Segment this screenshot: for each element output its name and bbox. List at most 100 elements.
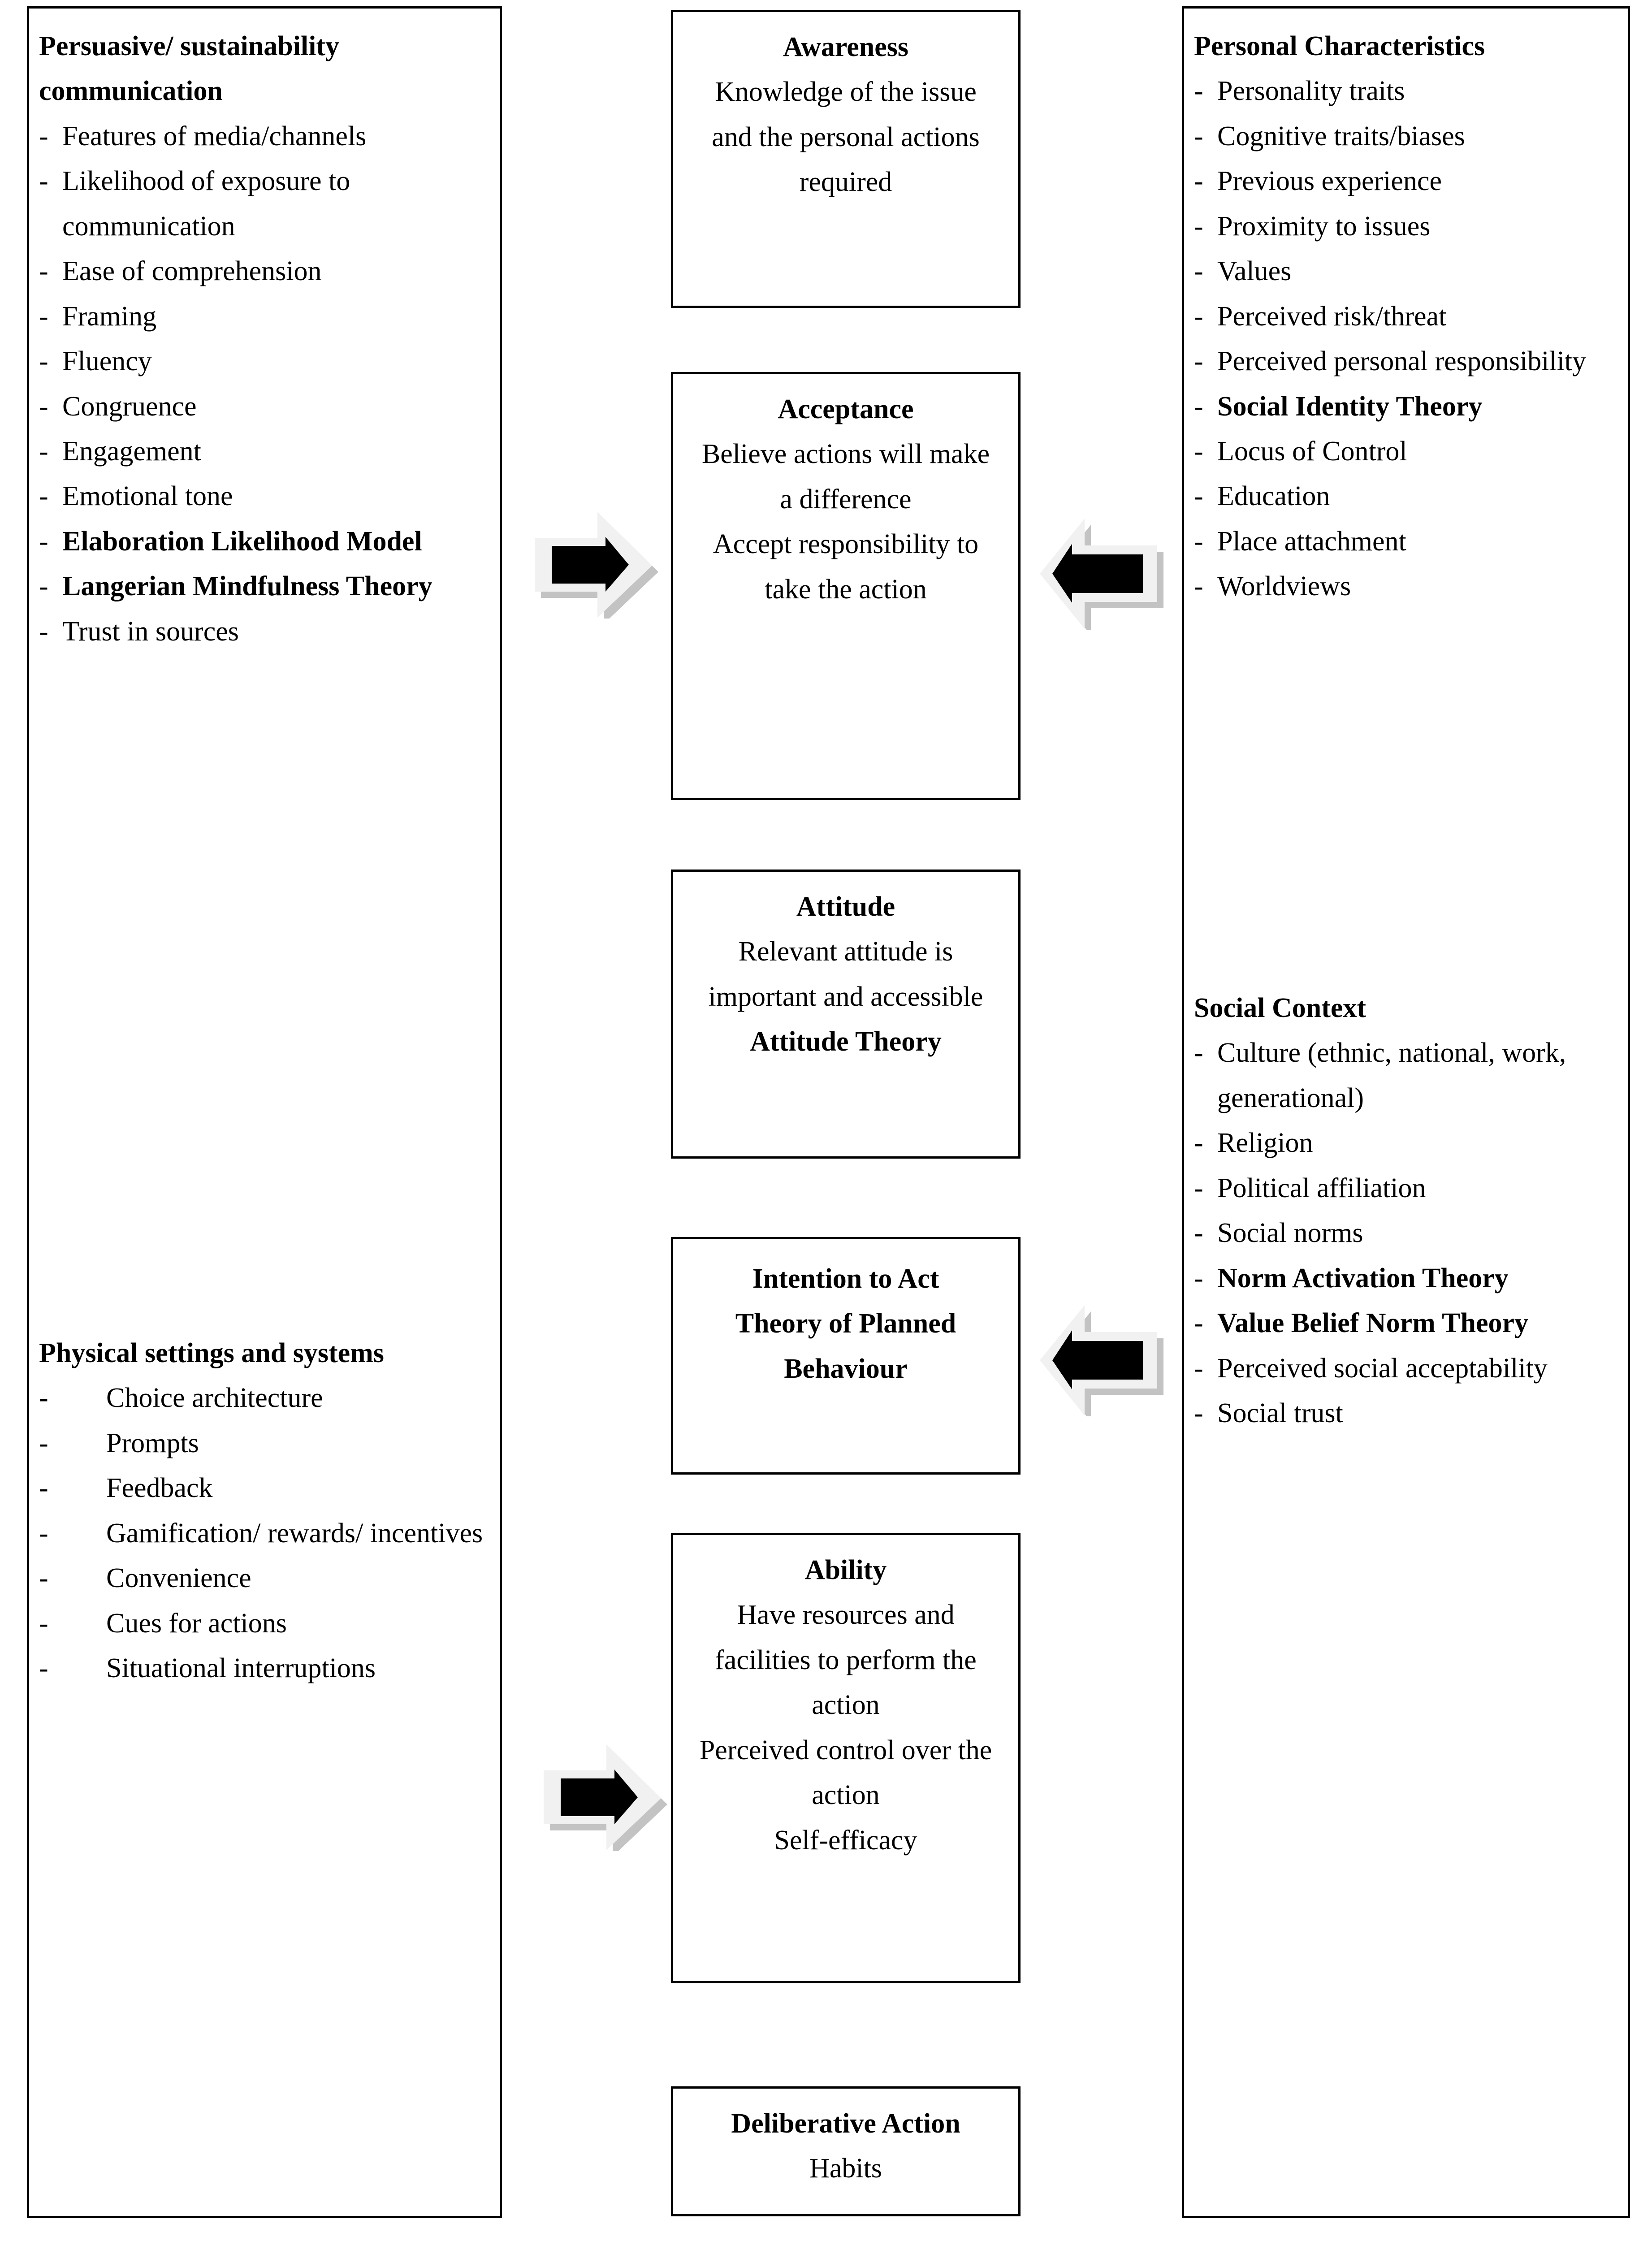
left-column-panel: Persuasive/ sustainability communication… xyxy=(27,6,502,2218)
list-item-label: Situational interruptions xyxy=(106,1653,376,1684)
list-item-label: Religion xyxy=(1217,1128,1313,1159)
list-item-label: Emotional tone xyxy=(62,481,233,512)
bullet-dash: - xyxy=(1194,526,1203,557)
list-item-label: Political affiliation xyxy=(1217,1172,1426,1203)
social-context-heading: Social Context xyxy=(1194,993,1367,1023)
list-item: -Likelihood of exposure to communication xyxy=(39,159,487,249)
right-arrow-icon xyxy=(544,1744,667,1851)
list-item-label: Cognitive traits/biases xyxy=(1217,121,1465,151)
list-item: -Elaboration Likelihood Model xyxy=(39,519,487,564)
bullet-dash: - xyxy=(39,166,48,197)
stage-title: Ability xyxy=(804,1555,887,1585)
bullet-dash: - xyxy=(39,1518,48,1549)
stage-title: Intention to Act xyxy=(752,1263,939,1294)
list-item: -Values xyxy=(1194,249,1620,294)
list-item: -Framing xyxy=(39,294,487,339)
list-item-label: Perceived personal responsibility xyxy=(1217,346,1587,377)
list-item-label: Langerian Mindfulness Theory xyxy=(62,571,432,602)
stage-line: Perceived control over the action xyxy=(699,1735,992,1811)
personal-characteristics-heading: Personal Characteristics xyxy=(1194,31,1485,61)
bullet-dash: - xyxy=(39,526,48,557)
stage-line: Self-efficacy xyxy=(774,1825,917,1856)
bullet-dash: - xyxy=(1194,1353,1203,1384)
list-item-label: Congruence xyxy=(62,391,197,422)
stage-title: Awareness xyxy=(783,32,909,62)
list-item: -Perceived social acceptability xyxy=(1194,1346,1620,1391)
list-item-label: Elaboration Likelihood Model xyxy=(62,526,422,557)
list-item: -Social norms xyxy=(1194,1211,1620,1255)
list-item: -Norm Activation Theory xyxy=(1194,1256,1620,1301)
bullet-dash: - xyxy=(39,346,48,377)
list-item-label: Values xyxy=(1217,256,1292,287)
bullet-dash: - xyxy=(1194,1308,1203,1339)
stage-title: Attitude xyxy=(796,891,895,922)
bullet-dash: - xyxy=(39,571,48,602)
bullet-dash: - xyxy=(39,436,48,467)
list-item: -Cues for actions xyxy=(39,1601,487,1646)
list-item: -Fluency xyxy=(39,339,487,384)
list-item: -Engagement xyxy=(39,429,487,474)
stage-box-deliberative-action: Deliberative Action Habits xyxy=(671,2086,1021,2216)
stage-line: Accept responsibility to take the action xyxy=(713,529,979,605)
list-item-label: Education xyxy=(1217,481,1330,512)
list-item: -Previous experience xyxy=(1194,159,1620,203)
bullet-dash: - xyxy=(39,1608,48,1639)
list-item: -Worldviews xyxy=(1194,564,1620,609)
bullet-dash: - xyxy=(1194,301,1203,332)
stage-title: Acceptance xyxy=(778,394,914,424)
list-item-label: Trust in sources xyxy=(62,616,239,647)
list-item: -Congruence xyxy=(39,384,487,429)
list-item-label: Social norms xyxy=(1217,1218,1363,1249)
list-item: -Proximity to issues xyxy=(1194,204,1620,249)
bullet-dash: - xyxy=(39,256,48,287)
stage-line: Knowledge of the issue and the personal … xyxy=(712,77,980,198)
list-item: -Social Identity Theory xyxy=(1194,384,1620,429)
list-item-label: Gamification/ rewards/ incentives xyxy=(106,1518,483,1549)
arrow-communication-to-acceptance xyxy=(518,511,661,619)
stage-line: Believe actions will make a difference xyxy=(701,439,990,515)
list-item: -Ease of comprehension xyxy=(39,249,487,294)
bullet-dash: - xyxy=(1194,1038,1203,1069)
list-item: -Religion xyxy=(1194,1120,1620,1165)
left-arrow-icon xyxy=(1040,519,1163,630)
physical-settings-item-list: - Choice architecture -Prompts - Feedback - Ga… xyxy=(39,1376,487,1691)
list-item: -Convenience xyxy=(39,1556,487,1601)
arrow-personal-characteristics-to-acceptance xyxy=(1031,518,1174,630)
social-context-item-list: -Culture (ethnic, national, work, genera… xyxy=(1194,1030,1620,1436)
list-item: -Personality traits xyxy=(1194,69,1620,113)
right-column-panel: Personal Characteristics -Personality tr… xyxy=(1182,6,1630,2218)
list-item: - Gamification/ rewards/ incentives xyxy=(39,1511,487,1556)
list-item-label: Proximity to issues xyxy=(1217,211,1431,242)
bullet-dash: - xyxy=(1194,481,1203,512)
list-item-label: Prompts xyxy=(106,1428,199,1458)
list-item-label: Value Belief Norm Theory xyxy=(1217,1308,1528,1339)
stage-line-theory: Attitude Theory xyxy=(750,1026,942,1057)
bullet-dash: - xyxy=(1194,391,1203,422)
bullet-dash: - xyxy=(1194,571,1203,602)
list-item-label: Place attachment xyxy=(1217,526,1406,557)
list-item-label: Perceived social acceptability xyxy=(1217,1353,1548,1384)
list-item-label: Feedback xyxy=(106,1473,213,1504)
bullet-dash: - xyxy=(1194,346,1203,377)
bullet-dash: - xyxy=(39,391,48,422)
bullet-dash: - xyxy=(39,616,48,647)
stage-line: Relevant attitude is important and acces… xyxy=(708,936,983,1012)
list-item-label: Engagement xyxy=(62,436,201,467)
stage-box-acceptance: Acceptance Believe actions will make a d… xyxy=(671,372,1021,800)
stage-line-theory: Theory of Planned Behaviour xyxy=(735,1308,956,1384)
list-item: -Culture (ethnic, national, work, genera… xyxy=(1194,1030,1620,1120)
list-item-label: Culture (ethnic, national, work, generat… xyxy=(1217,1038,1566,1113)
bullet-dash: - xyxy=(1194,121,1203,151)
list-item-label: Perceived risk/threat xyxy=(1217,301,1447,332)
personal-characteristics-item-list: -Personality traits-Cognitive traits/bia… xyxy=(1194,69,1620,609)
bullet-dash: - xyxy=(1194,1397,1203,1428)
list-item: -Prompts xyxy=(39,1421,487,1466)
list-item-label: Ease of comprehension xyxy=(62,256,322,287)
bullet-dash: - xyxy=(1194,1263,1203,1294)
bullet-dash: - xyxy=(1194,166,1203,197)
list-item: -Emotional tone xyxy=(39,474,487,519)
list-item-label: Choice architecture xyxy=(106,1383,323,1414)
list-item-label: Personality traits xyxy=(1217,76,1405,107)
bullet-dash: - xyxy=(39,301,48,332)
